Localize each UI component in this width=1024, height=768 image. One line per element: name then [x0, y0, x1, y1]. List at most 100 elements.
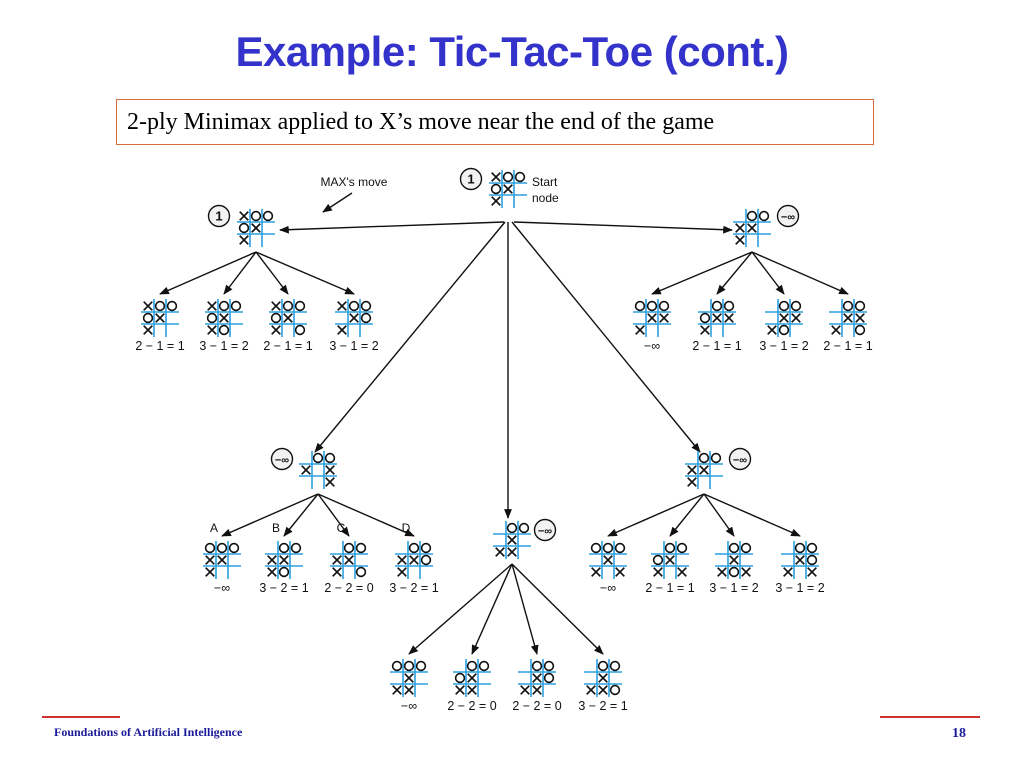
- edge-L1-leaf: [255, 251, 289, 295]
- o-mark: [590, 542, 602, 554]
- o-mark: [466, 660, 478, 672]
- leaf-value: −∞: [401, 699, 417, 713]
- o-mark: [652, 554, 664, 566]
- x-mark: [507, 547, 517, 557]
- edge-L3-leaf: [317, 493, 350, 537]
- x-mark: [700, 325, 710, 335]
- leaf-board: [390, 659, 428, 697]
- max-node-value-L2: −∞: [781, 212, 795, 224]
- x-mark: [747, 223, 757, 233]
- x-mark: [795, 555, 805, 565]
- o-mark: [710, 452, 722, 464]
- leaf-value: 3 − 1 = 2: [329, 339, 378, 353]
- leaf-value: −∞: [600, 581, 616, 595]
- x-mark: [783, 567, 793, 577]
- edge-L5-leaf: [703, 493, 735, 537]
- edge-L2-leaf: [751, 251, 785, 295]
- leaf-value: 2 − 2 = 0: [512, 699, 561, 713]
- o-mark: [854, 324, 866, 336]
- leaf-letter: D: [402, 521, 411, 535]
- x-mark: [217, 555, 227, 565]
- edge-L1-leaf: [223, 251, 257, 295]
- o-mark: [478, 660, 490, 672]
- o-mark: [408, 542, 420, 554]
- edge-L5-leaf: [669, 493, 705, 537]
- leaf-value: 3 − 1 = 2: [775, 581, 824, 595]
- edge-L5-leaf: [607, 493, 705, 537]
- x-mark: [665, 555, 675, 565]
- x-mark: [205, 567, 215, 577]
- leaf-board: [781, 541, 819, 579]
- x-mark: [843, 313, 853, 323]
- leaf-board: [330, 541, 368, 579]
- x-mark: [495, 547, 505, 557]
- x-mark: [143, 301, 153, 311]
- x-mark: [491, 196, 501, 206]
- page-number: 18: [952, 726, 966, 741]
- x-mark: [143, 325, 153, 335]
- x-mark: [251, 223, 261, 233]
- leaf-board: [765, 299, 803, 337]
- o-mark: [543, 660, 555, 672]
- x-mark: [635, 325, 645, 335]
- leaf-board: [453, 659, 491, 697]
- x-mark: [520, 685, 530, 695]
- o-mark: [391, 660, 403, 672]
- o-mark: [514, 171, 526, 183]
- x-mark: [219, 313, 229, 323]
- o-mark: [794, 542, 806, 554]
- o-mark: [360, 312, 372, 324]
- leaf-value: 3 − 2 = 1: [389, 581, 438, 595]
- o-mark: [602, 542, 614, 554]
- edge-L2-leaf: [716, 251, 753, 295]
- x-mark: [267, 567, 277, 577]
- o-mark: [218, 324, 230, 336]
- leaf-value: 2 − 1 = 1: [823, 339, 872, 353]
- x-mark: [699, 465, 709, 475]
- leaf-letter: B: [272, 521, 280, 535]
- x-mark: [409, 555, 419, 565]
- x-mark: [729, 555, 739, 565]
- x-mark: [724, 313, 734, 323]
- o-mark: [746, 210, 758, 222]
- leaf-value: −∞: [644, 339, 660, 353]
- o-mark: [711, 300, 723, 312]
- o-mark: [290, 542, 302, 554]
- max-move-label: MAX's move: [321, 175, 388, 189]
- x-mark: [615, 567, 625, 577]
- max-node-value-L3: −∞: [275, 455, 289, 467]
- leaf-board: [203, 541, 241, 579]
- subtitle-box: 2-ply Minimax applied to X’s move near t…: [116, 99, 874, 145]
- o-mark: [348, 300, 360, 312]
- x-mark: [603, 555, 613, 565]
- leaf-letter: A: [210, 521, 218, 535]
- o-mark: [454, 672, 466, 684]
- o-mark: [355, 542, 367, 554]
- o-mark: [250, 210, 262, 222]
- x-mark: [397, 567, 407, 577]
- x-mark: [735, 235, 745, 245]
- o-mark: [415, 660, 427, 672]
- o-mark: [278, 566, 290, 578]
- o-mark: [238, 222, 250, 234]
- x-mark: [267, 555, 277, 565]
- o-mark: [842, 300, 854, 312]
- x-mark: [717, 567, 727, 577]
- x-mark: [659, 313, 669, 323]
- x-mark: [677, 567, 687, 577]
- o-mark: [664, 542, 676, 554]
- start-label: Start: [532, 175, 558, 189]
- leaf-board: [633, 299, 671, 337]
- max-node-board-L2: [733, 209, 771, 247]
- o-mark: [312, 452, 324, 464]
- edge-L5-leaf: [703, 493, 801, 537]
- o-mark: [806, 542, 818, 554]
- x-mark: [404, 685, 414, 695]
- edge-L4-leaf: [408, 563, 513, 655]
- o-mark: [634, 300, 646, 312]
- o-mark: [778, 300, 790, 312]
- leaf-board: [141, 299, 179, 337]
- leaf-value: −∞: [214, 581, 230, 595]
- leaf-board: [205, 299, 243, 337]
